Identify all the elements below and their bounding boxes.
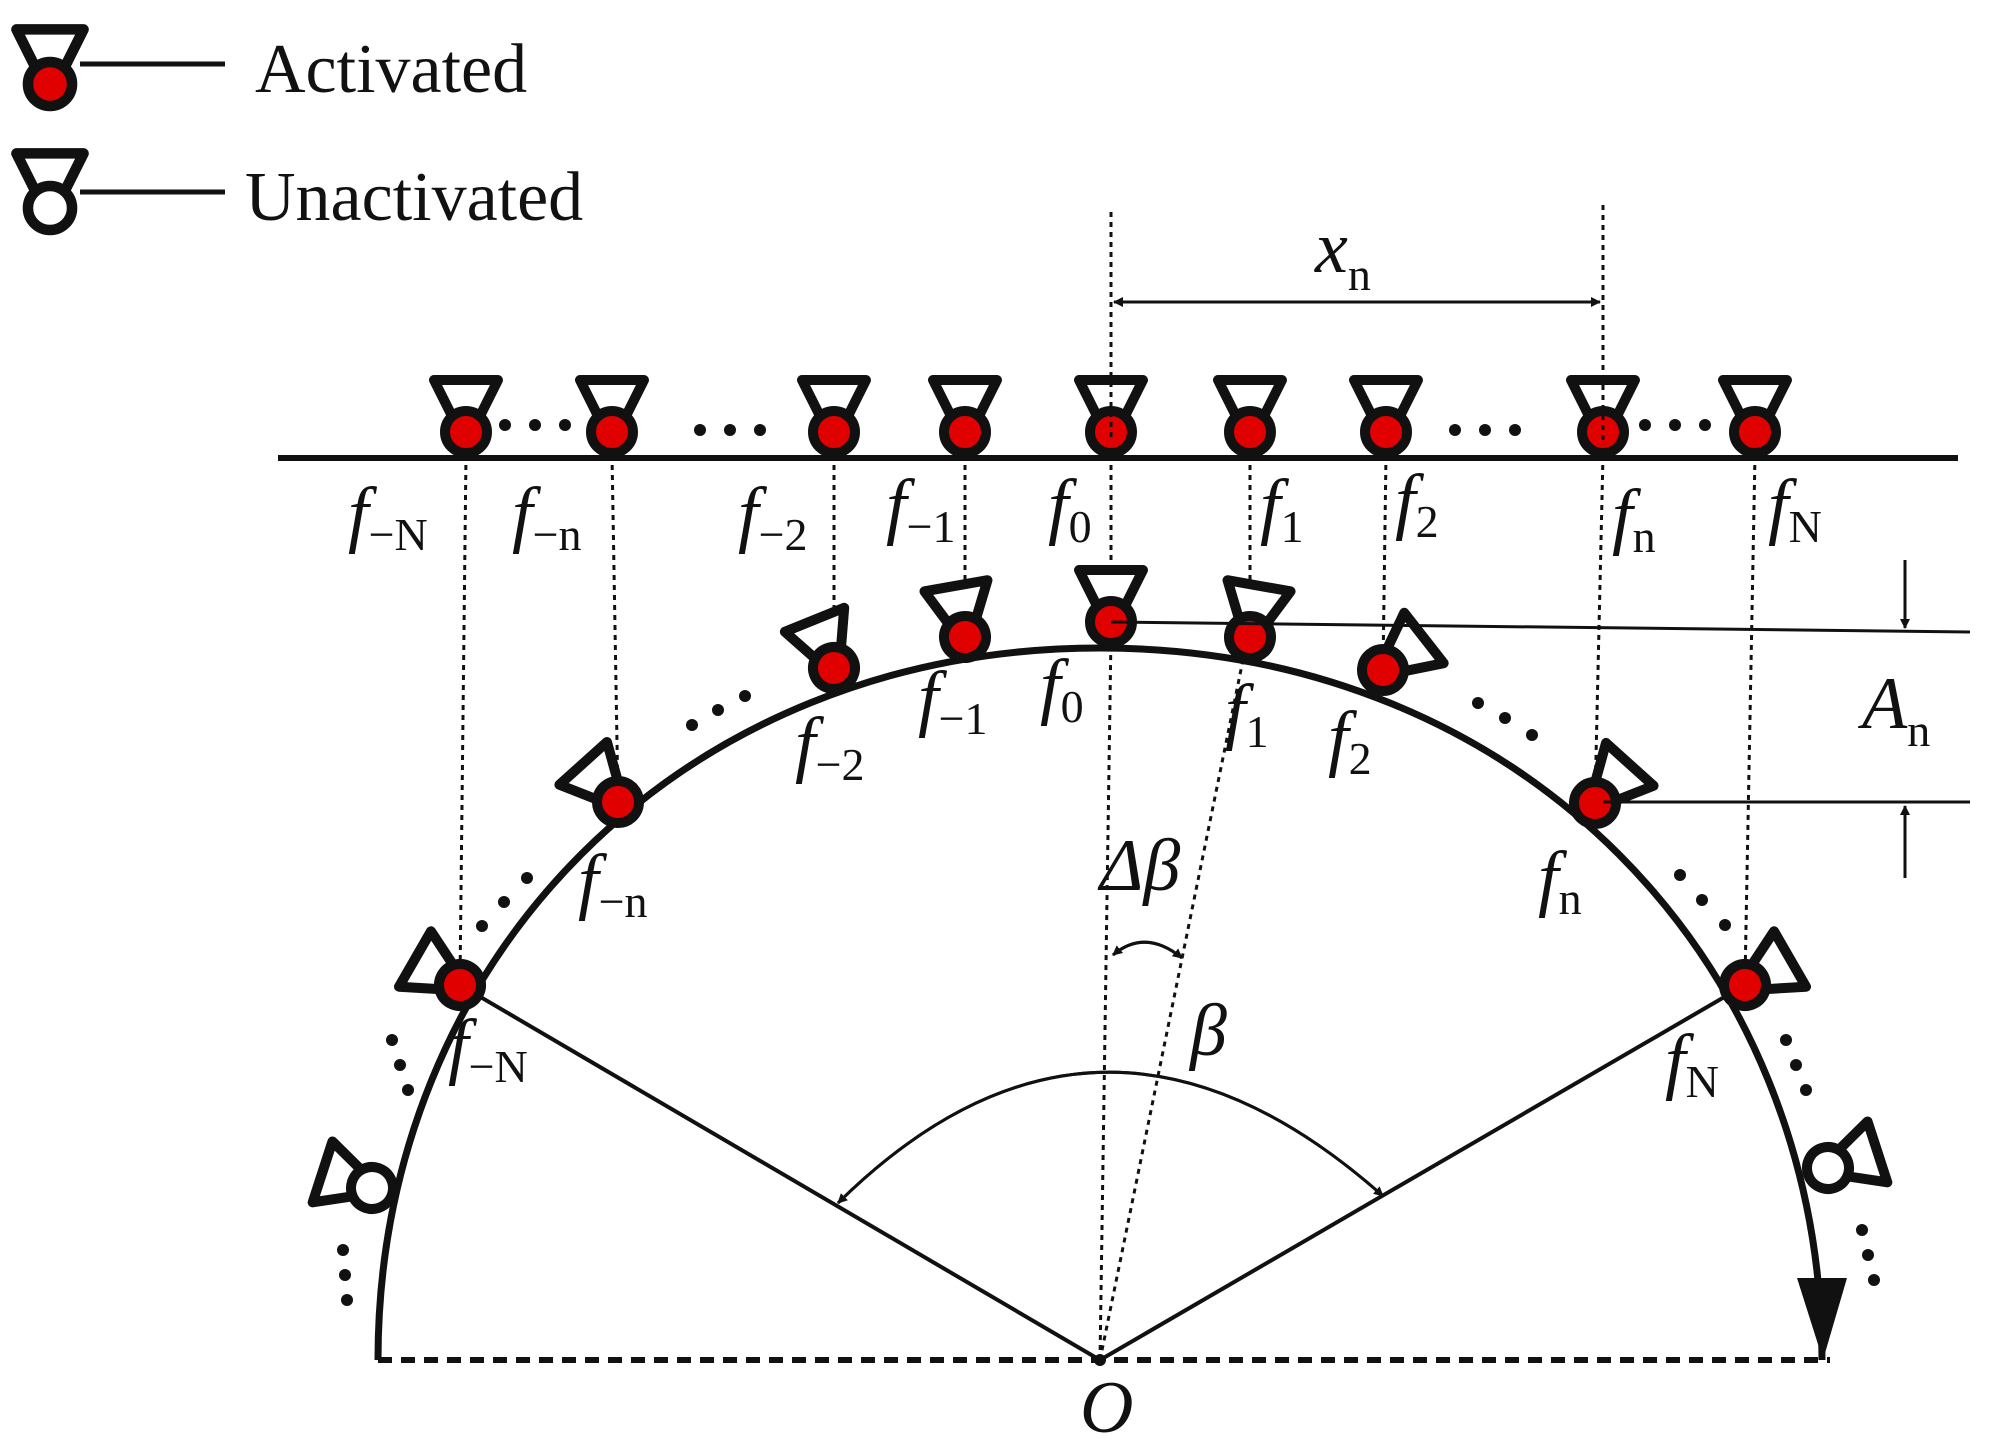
curved-sensor-unactivated-right <box>1798 1121 1887 1204</box>
curved-label-f-2: f2 <box>1328 697 1372 784</box>
radial-lines <box>458 983 1747 1362</box>
label-x-n: xn <box>1314 207 1371 300</box>
flat-ellipsis-dots <box>499 419 1711 436</box>
label-A-n: An <box>1857 663 1930 756</box>
flat-sensor-minus-n <box>580 380 644 453</box>
flat-label-f-0: f0 <box>1048 465 1092 552</box>
flat-label-f-minus-N: f−N <box>348 473 428 560</box>
flat-array: f−N f−n f−2 f−1 f0 f1 f2 fn fN <box>278 380 1958 562</box>
curved-label-f-N: fN <box>1665 1020 1719 1107</box>
flat-label-f-1: f1 <box>1260 465 1304 552</box>
legend-unactivated-label: Unactivated <box>245 159 583 236</box>
flat-label-f-minus-1: f−1 <box>886 465 956 552</box>
label-origin: O <box>1080 1367 1133 1449</box>
curved-sensor-minus-n <box>559 742 655 839</box>
legend: Activated Unactivated <box>16 29 583 236</box>
legend-activated-label: Activated <box>255 31 527 108</box>
arc-arrow-icon <box>1797 1278 1847 1360</box>
flat-sensor-2 <box>1354 380 1418 453</box>
curved-label-f-n: fn <box>1538 837 1582 924</box>
curved-sensor-n <box>1557 743 1653 840</box>
curved-ellipsis-dots <box>337 690 1880 1306</box>
an-dimension: An <box>1110 560 1971 878</box>
beta-arc <box>836 1070 1384 1205</box>
curved-sensor-N <box>1711 931 1806 1023</box>
radial-dashed-lines <box>1098 634 1247 1361</box>
curved-sensor-minus-1 <box>924 580 1000 663</box>
flat-sensor-minus-1 <box>933 380 997 453</box>
curved-sensor-minus-N <box>399 931 494 1023</box>
curved-label-f-minus-n: f−n <box>578 840 648 927</box>
curved-label-f-minus-2: f−2 <box>795 703 865 790</box>
unactivated-sensor-icon <box>16 153 83 230</box>
xn-dimension: xn <box>1109 205 1605 440</box>
curved-sensor-unactivated-left <box>313 1141 402 1224</box>
label-delta-beta: Δβ <box>1097 825 1180 907</box>
activated-sensor-icon <box>16 29 83 106</box>
legend-unactivated: Unactivated <box>16 153 583 236</box>
legend-activated: Activated <box>16 29 527 108</box>
flat-sensor-minus-2 <box>802 380 866 453</box>
flat-label-f-2: f2 <box>1395 460 1439 547</box>
curved-label-f-1: f1 <box>1225 670 1269 757</box>
origin-point <box>1094 1354 1106 1366</box>
curved-label-f-minus-1: f−1 <box>918 657 988 744</box>
flat-label-f-minus-2: f−2 <box>738 473 808 560</box>
curved-sensor-1 <box>1215 580 1291 663</box>
curved-array: f−N f−n f−2 f−1 f0 f1 f2 fn fN <box>313 570 1888 1306</box>
curved-sensor-0 <box>1079 570 1143 643</box>
flat-label-f-n: fn <box>1612 475 1656 562</box>
flat-label-f-minus-n: f−n <box>512 473 582 560</box>
flat-sensor-1 <box>1218 380 1282 453</box>
flat-sensor-N <box>1723 380 1787 453</box>
label-beta: β <box>1188 990 1227 1072</box>
flat-label-f-N: fN <box>1768 465 1822 552</box>
curved-label-f-0: f0 <box>1040 645 1084 732</box>
flat-sensor-minus-N <box>434 380 498 453</box>
curved-label-f-minus-N: f−N <box>448 1005 528 1092</box>
